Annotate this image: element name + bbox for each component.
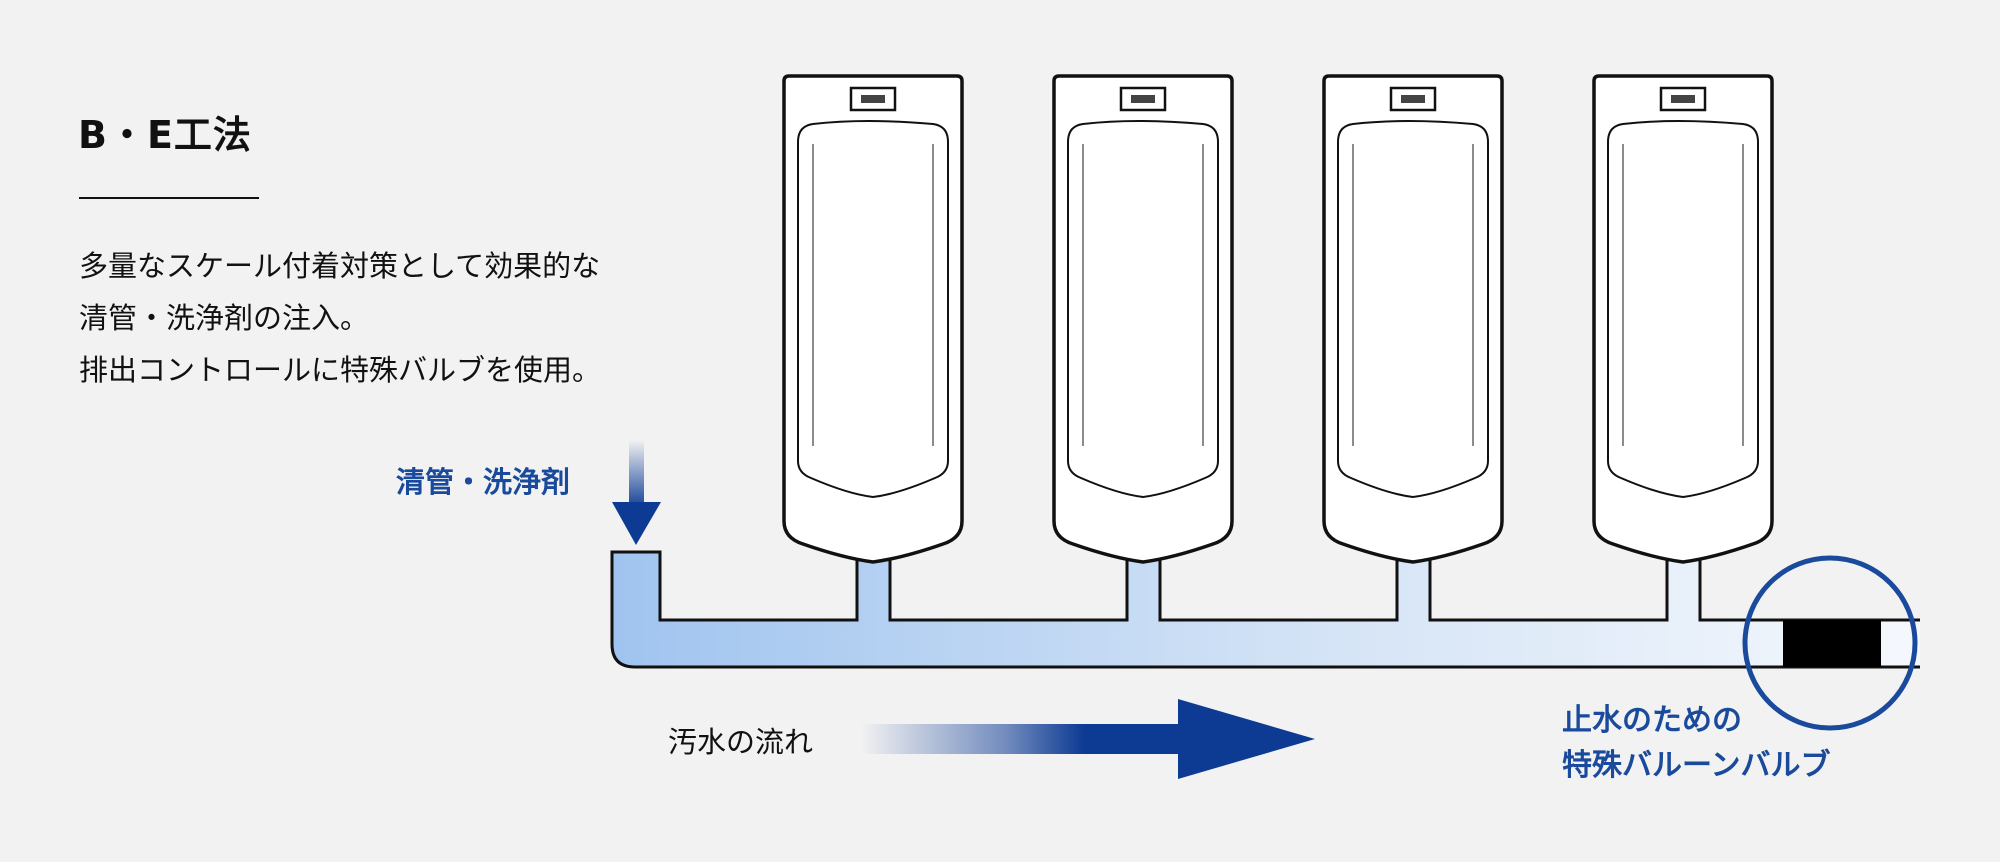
drain-pipe: [610, 550, 1920, 669]
description-line-3: 排出コントロールに特殊バルブを使用。: [79, 353, 602, 387]
flow-arrow-icon: [860, 699, 1315, 779]
balloon-valve: [1742, 555, 1918, 731]
title-divider: [79, 197, 259, 199]
valve-label-line-1: 止水のための: [1562, 703, 1742, 738]
description-line-1: 多量なスケール付着対策として効果的な: [79, 249, 601, 283]
valve-highlight-circle: [1742, 555, 1918, 731]
inlet-label: 清管・洗浄剤: [396, 465, 570, 499]
flow-label: 汚水の流れ: [668, 725, 813, 759]
description: 多量なスケール付着対策として効果的な 清管・洗浄剤の注入。 排出コントロールに特…: [79, 240, 601, 396]
valve-label-line-2: 特殊バルーンバルブ: [1562, 748, 1831, 783]
page-title: B・E工法: [78, 113, 252, 157]
inlet-arrow-icon: [612, 440, 661, 545]
urinal-4: [1592, 74, 1774, 564]
urinal-2: [1052, 74, 1234, 564]
urinal-3: [1322, 74, 1504, 564]
description-line-2: 清管・洗浄剤の注入。: [79, 301, 370, 335]
urinal-1: [782, 74, 964, 564]
